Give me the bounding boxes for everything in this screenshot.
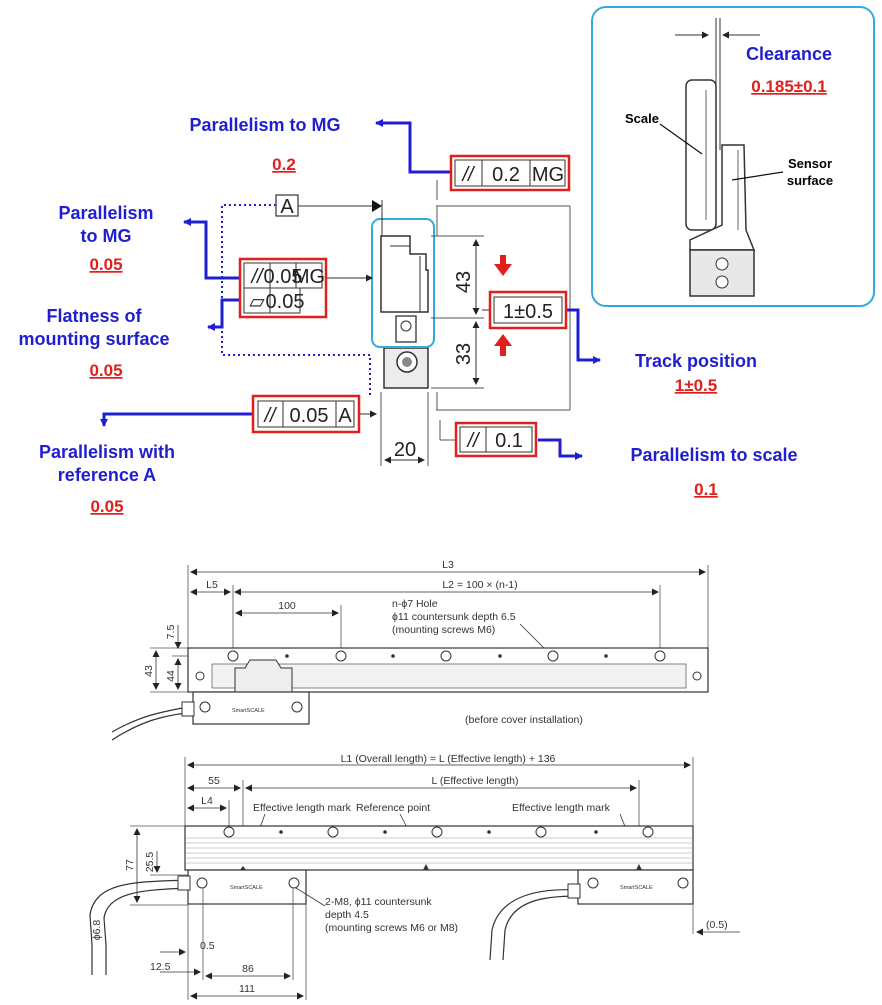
label-flatness-1: Flatness of: [46, 306, 142, 326]
value-clearance: 0.185±0.1: [751, 77, 827, 96]
svg-text://: //: [465, 430, 481, 452]
dim-7-5-plan: 7.5: [165, 625, 177, 640]
m8-note-2: depth 4.5: [325, 909, 369, 921]
label-flatness-2: mounting surface: [18, 329, 169, 349]
plan-with-cover: L1 (Overall length) = L (Effective lengt…: [89, 753, 740, 1000]
inset-sensor-label-2: surface: [787, 173, 833, 188]
dim-100: 100: [278, 600, 296, 612]
dim-l3: L3: [442, 559, 454, 571]
m8-note-3: (mounting screws M6 or M8): [325, 922, 458, 934]
dim-33: 33: [453, 343, 475, 365]
fcf-left: // 0.05 MG ▱ 0.05: [238, 257, 328, 319]
callout-connectors: [100, 119, 601, 460]
label-clearance: Clearance: [746, 44, 832, 64]
dim-0-5: 0.5: [200, 940, 215, 952]
dim-111: 111: [239, 983, 255, 995]
value-parallelism-mg-top: 0.2: [272, 155, 296, 174]
svg-text://: //: [249, 266, 265, 288]
label-parallelism-ref-a-1: Parallelism with: [39, 442, 175, 462]
dim-phi-6-8: ϕ6.8: [91, 920, 103, 941]
value-parallelism-scale: 0.1: [694, 480, 718, 499]
value-track-position: 1±0.5: [675, 376, 717, 395]
svg-text:0.05: 0.05: [264, 266, 303, 288]
svg-text:A: A: [338, 405, 352, 427]
label-parallelism-mg-top: Parallelism to MG: [189, 115, 340, 135]
label-parallelism-mg-left-1: Parallelism: [58, 203, 153, 223]
svg-text://: //: [262, 405, 278, 427]
value-flatness: 0.05: [89, 361, 122, 380]
value-parallelism-ref-a: 0.05: [90, 497, 123, 516]
svg-text://: //: [460, 164, 476, 186]
fcf-scale: // 0.1: [454, 421, 538, 458]
mark-label-1: Effective length mark: [253, 802, 352, 814]
svg-text:MG: MG: [293, 266, 325, 288]
cross-section-drawing: 43 33 20 A: [221, 180, 571, 466]
dim-l2: L2 = 100 × (n-1): [442, 579, 517, 591]
svg-text:MG: MG: [532, 164, 564, 186]
dim-l1: L1 (Overall length) = L (Effective lengt…: [341, 753, 556, 765]
label-parallelism-mg-left-2: to MG: [81, 226, 132, 246]
svg-text:0.05: 0.05: [290, 405, 329, 427]
plan-before-cover: L3 L5 L2 = 100 × (n-1) 100 n-ϕ7 Hole ϕ11…: [111, 559, 709, 741]
dim-l: L (Effective length): [432, 775, 519, 787]
datum-a-label: A: [280, 196, 294, 218]
reference-point-label: Reference point: [356, 802, 430, 814]
mark-label-2: Effective length mark: [512, 802, 611, 814]
dim-l4: L4: [201, 795, 213, 807]
svg-text:0.1: 0.1: [495, 430, 523, 452]
dim-43-plan: 43: [143, 665, 155, 677]
brand-bottom-right: SmartSCALE: [620, 885, 653, 891]
dim-86: 86: [242, 963, 254, 975]
svg-text:0.05: 0.05: [266, 291, 305, 313]
dim-25-5: 25.5: [144, 852, 156, 873]
fcf-ref-a: // 0.05 A: [251, 394, 361, 434]
m8-note-1: 2-M8, ϕ11 countersunk: [325, 896, 432, 908]
fcf-track: 1±0.5: [488, 290, 568, 330]
svg-text:0.2: 0.2: [492, 164, 520, 186]
brand-bottom-left: SmartSCALE: [230, 885, 263, 891]
hole-note-2: ϕ11 countersunk depth 6.5: [392, 611, 516, 623]
dim-44-plan: 44: [165, 670, 177, 682]
label-track-position: Track position: [635, 351, 757, 371]
inset-scale-label: Scale: [625, 111, 659, 126]
dim-12-5: 12.5: [150, 961, 171, 973]
clearance-inset: Clearance 0.185±0.1 Scale Sensor surface: [591, 6, 875, 307]
dim-43: 43: [453, 271, 475, 293]
dim-55: 55: [208, 775, 220, 787]
dim-0-5-paren: (0.5): [706, 919, 728, 931]
hole-note-1: n-ϕ7 Hole: [392, 598, 438, 610]
svg-text:▱: ▱: [249, 291, 265, 313]
brand-top: SmartSCALE: [232, 708, 265, 714]
label-parallelism-ref-a-2: reference A: [58, 465, 156, 485]
dim-l5: L5: [206, 579, 218, 591]
inset-sensor-label-1: Sensor: [788, 156, 832, 171]
value-parallelism-mg-left: 0.05: [89, 255, 122, 274]
fcf-top: // 0.2 MG: [449, 154, 571, 192]
label-parallelism-scale: Parallelism to scale: [630, 445, 797, 465]
dim-77: 77: [124, 859, 136, 871]
dim-20: 20: [394, 439, 416, 461]
svg-text:1±0.5: 1±0.5: [503, 301, 553, 323]
hole-note-3: (mounting screws M6): [392, 624, 495, 636]
plan-note: (before cover installation): [465, 714, 583, 726]
